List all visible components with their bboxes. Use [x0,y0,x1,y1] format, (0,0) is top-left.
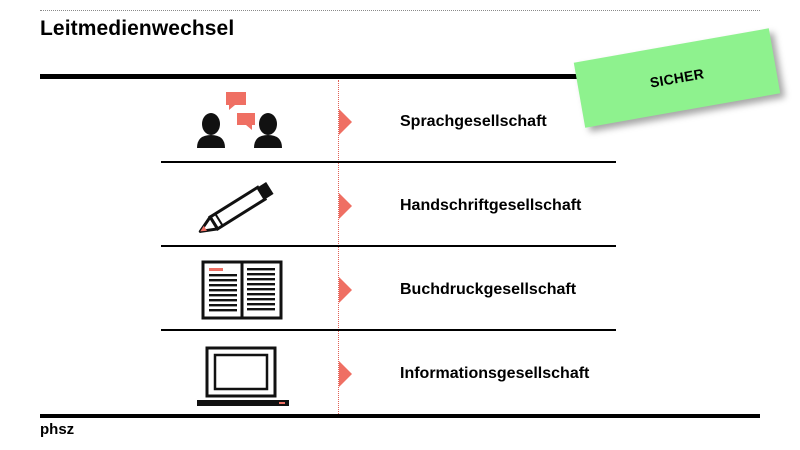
arrow-right-icon [339,277,352,303]
row-divider [161,245,616,247]
row-divider [161,161,616,163]
top-dotted-rule [40,10,760,11]
row-label: Sprachgesellschaft [400,113,547,130]
row-label: Buchdruckgesellschaft [400,281,577,298]
book-icon [191,256,291,324]
arrow-right-icon [339,109,352,135]
list-item-informationsgesellschaft: Informationsgesellschaft [161,332,616,416]
slide-title: Leitmedienwechsel [40,17,235,40]
arrow-right-icon [339,193,352,219]
speaking-people-icon [191,88,291,156]
footer-logo-text: phsz [40,421,75,438]
row-label: Informationsgesellschaft [400,365,590,382]
pencil-icon [191,172,291,240]
list-item-buchdruckgesellschaft: Buchdruckgesellschaft [161,248,616,332]
sticker-label: SICHER [648,65,706,91]
laptop-icon [191,340,291,408]
row-label: Handschriftgesellschaft [400,197,582,214]
header-rule [40,74,600,79]
list-item-sprachgesellschaft: Sprachgesellschaft [161,80,616,164]
sicher-sticker: SICHER [573,28,781,128]
footer-rule [40,414,760,418]
arrow-right-icon [339,361,352,387]
row-divider [161,329,616,331]
vertical-dotted-divider [338,80,339,414]
list-item-handschriftgesellschaft: Handschriftgesellschaft [161,164,616,248]
